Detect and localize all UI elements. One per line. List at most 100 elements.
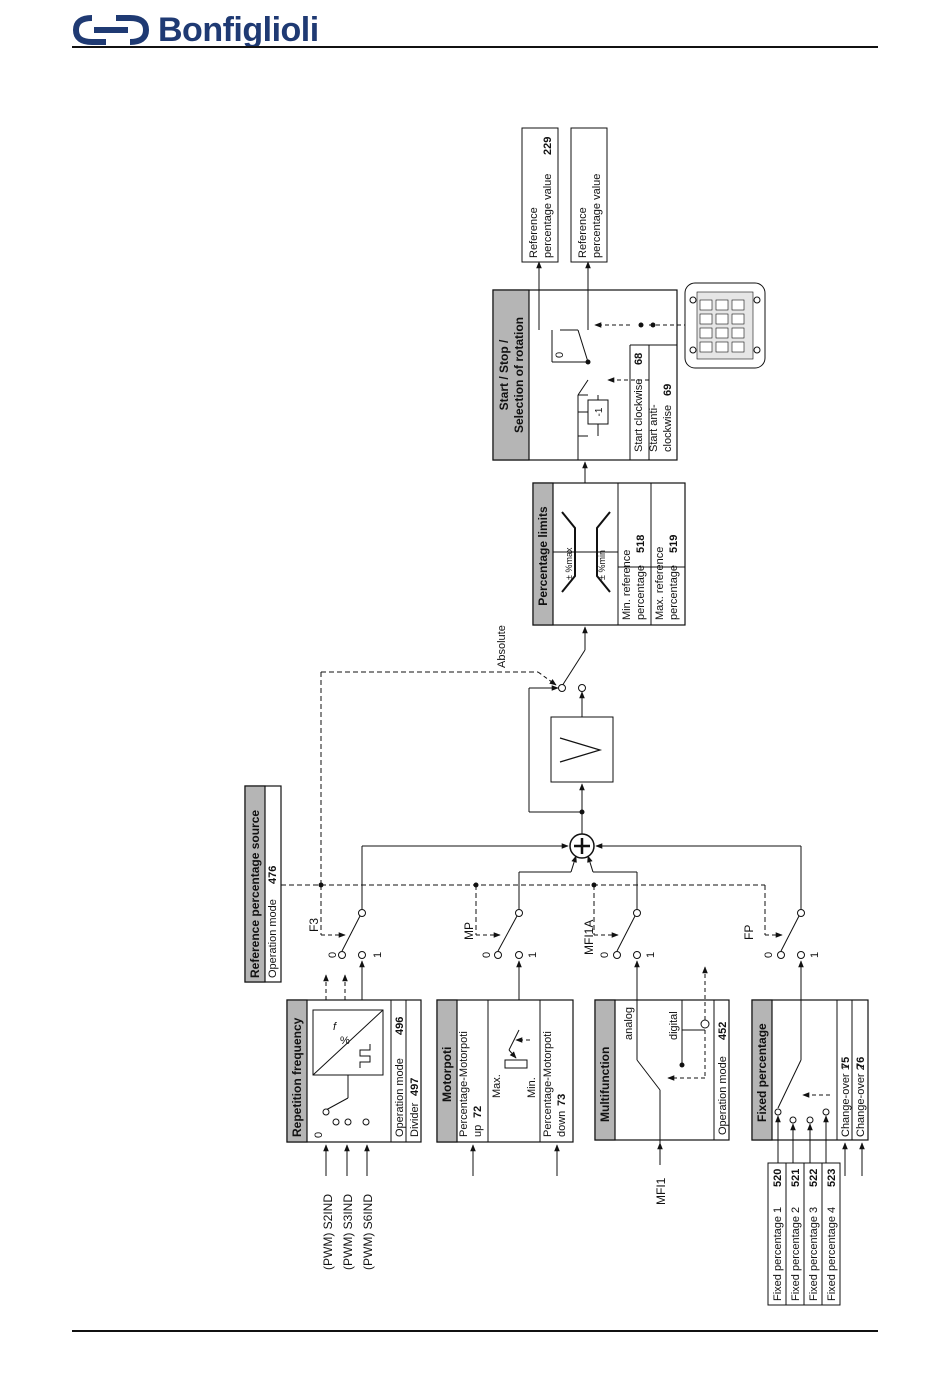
output-reference-percentage-229: Reference percentage value 229 bbox=[521, 127, 559, 263]
start-anticlockwise-no: 69 bbox=[662, 384, 674, 396]
header-rule bbox=[72, 46, 878, 48]
out2-line-a: Reference bbox=[577, 207, 589, 258]
limits-min-b: percentage bbox=[635, 565, 647, 620]
limits-title: Percentage limits bbox=[536, 506, 550, 606]
fixed-percentage-inputs: Fixed percentage 1 520 Fixed percentage … bbox=[767, 1115, 865, 1306]
invert-label: -1 bbox=[594, 407, 605, 416]
motorpoti-title: Motorpoti bbox=[440, 1047, 454, 1102]
out1-line-a: Reference bbox=[528, 207, 540, 258]
switch-mp: MP 0 1 bbox=[462, 872, 539, 1030]
fixed-input-4-no: 523 bbox=[826, 1169, 838, 1187]
fp-zero: 0 bbox=[763, 952, 775, 958]
mp-zero: 0 bbox=[481, 952, 493, 958]
switch-fp: FP 0 1 bbox=[742, 846, 821, 1000]
mfi1a-one: 1 bbox=[645, 952, 657, 958]
start-stop-title-b: Selection of rotation bbox=[512, 317, 526, 433]
limits-max-b: percentage bbox=[668, 565, 680, 620]
start-anticlockwise-label-a: Start anti- bbox=[648, 404, 660, 452]
fixed-input-2-no: 521 bbox=[790, 1169, 802, 1187]
multifunction-mode-no: 452 bbox=[717, 1022, 729, 1040]
fp-label: FP bbox=[742, 925, 756, 940]
pwm-s6ind: (PWM) S6IND bbox=[361, 1194, 375, 1270]
brand-name: Bonfiglioli bbox=[158, 10, 319, 49]
mfi1a-zero: 0 bbox=[599, 952, 611, 958]
repetition-title: Repetition frequency bbox=[290, 1017, 304, 1137]
repetition-mode-label: Operation mode bbox=[394, 1058, 406, 1137]
motorpoti-up-no: 72 bbox=[472, 1106, 484, 1118]
source-mode-label: Operation mode bbox=[267, 899, 279, 978]
fixed-input-1-no: 520 bbox=[772, 1169, 784, 1187]
motorpoti-down-no: 73 bbox=[556, 1094, 568, 1106]
summing-node bbox=[362, 814, 801, 873]
absolute-switch: Absolute bbox=[320, 625, 588, 885]
fixed-input-4-label: Fixed percentage 4 bbox=[826, 1207, 838, 1301]
repetition-divider-label: Divider bbox=[409, 1102, 421, 1137]
repetition-symbol-pct: % bbox=[340, 1035, 350, 1047]
f3-one: 1 bbox=[372, 952, 384, 958]
reference-source-block: Reference percentage source Operation mo… bbox=[244, 785, 282, 983]
repetition-divider-no: 497 bbox=[409, 1078, 421, 1096]
start-clockwise-no: 68 bbox=[633, 353, 645, 365]
footer-rule bbox=[72, 1330, 878, 1332]
limits-max-no: 519 bbox=[668, 535, 680, 553]
motorpoti-max: Max. bbox=[491, 1074, 503, 1098]
f3-label: F3 bbox=[307, 918, 321, 932]
bonfiglioli-logo-icon bbox=[72, 15, 150, 45]
limits-min-no: 518 bbox=[635, 535, 647, 553]
start-clockwise-label: Start clockwise bbox=[633, 379, 645, 452]
mfi1-label: MFI1 bbox=[654, 1177, 668, 1205]
limits-min-a: Min. reference bbox=[621, 550, 633, 620]
limits-symbol-max: ± %max bbox=[564, 547, 574, 580]
switch-mfi1a: MFI1A 0 1 bbox=[582, 872, 657, 1005]
pwm-s2ind: (PWM) S2IND bbox=[321, 1194, 335, 1270]
pwm-inputs: (PWM) S2IND (PWM) S3IND (PWM) S6IND bbox=[321, 1144, 375, 1270]
fixed-co1-no: 75 bbox=[840, 1057, 852, 1069]
fixed-input-3-no: 522 bbox=[808, 1169, 820, 1187]
multifunction-block: Multifunction Operation mode 452 analog … bbox=[594, 966, 730, 1165]
out2-line-b: percentage value bbox=[591, 174, 603, 258]
motorpoti-min: Min. bbox=[526, 1077, 538, 1098]
multifunction-title: Multifunction bbox=[598, 1047, 612, 1122]
out1-line-b: percentage value bbox=[542, 174, 554, 258]
out1-no: 229 bbox=[542, 137, 554, 155]
fixed-input-1-label: Fixed percentage 1 bbox=[772, 1207, 784, 1301]
fixed-co1-label: Change-over 1 bbox=[840, 1064, 852, 1137]
fp-one: 1 bbox=[809, 952, 821, 958]
multifunction-digital: digital bbox=[668, 1011, 680, 1040]
motorpoti-up-b: up bbox=[472, 1125, 484, 1137]
motorpoti-up-a: Percentage-Motorpoti bbox=[458, 1031, 470, 1137]
mp-one: 1 bbox=[527, 952, 539, 958]
repetition-symbol-f: f bbox=[333, 1021, 337, 1033]
output-reference-percentage: Reference percentage value bbox=[570, 127, 608, 263]
fixed-percentage-block: Fixed percentage Change-over 1 75 Change… bbox=[751, 999, 869, 1141]
source-title: Reference percentage source bbox=[248, 810, 262, 978]
mp-label: MP bbox=[462, 922, 476, 940]
motorpoti-down-a: Percentage-Motorpoti bbox=[542, 1031, 554, 1137]
repetition-mode-no: 496 bbox=[394, 1017, 406, 1035]
source-mode-no: 476 bbox=[267, 866, 279, 884]
brand-logo: Bonfiglioli bbox=[72, 10, 319, 50]
switch-f3: F3 0 1 bbox=[307, 846, 384, 1000]
pwm-s3ind: (PWM) S3IND bbox=[341, 1194, 355, 1270]
motorpoti-down-b: down bbox=[556, 1111, 568, 1137]
repetition-zero: 0 bbox=[313, 1132, 325, 1138]
limits-symbol-min: ± %min bbox=[597, 550, 607, 580]
start-stop-zero-label: 0 bbox=[554, 352, 566, 358]
absolute-label: Absolute bbox=[496, 625, 508, 668]
fixed-input-3-label: Fixed percentage 3 bbox=[808, 1207, 820, 1301]
multifunction-mode-label: Operation mode bbox=[717, 1056, 729, 1135]
fixed-title: Fixed percentage bbox=[755, 1023, 769, 1122]
percentage-limits-block: Percentage limits ± %max ± %min Min. ref… bbox=[532, 482, 686, 626]
fixed-co2-no: 76 bbox=[855, 1057, 867, 1069]
f3-zero: 0 bbox=[327, 952, 339, 958]
keypad-icon bbox=[684, 282, 766, 369]
start-stop-title-a: Start / Stop / bbox=[497, 339, 511, 410]
mfi1a-label: MFI1A bbox=[582, 920, 596, 955]
start-stop-block: Start / Stop / Selection of rotation Sta… bbox=[492, 261, 685, 461]
repetition-frequency-block: Repetition frequency Operation mode 496 … bbox=[286, 999, 422, 1143]
abs-function-block bbox=[528, 685, 614, 815]
fixed-input-2-label: Fixed percentage 2 bbox=[790, 1207, 802, 1301]
motorpoti-block: Motorpoti Percentage-Motorpoti up 72 Per… bbox=[436, 999, 574, 1143]
multifunction-analog: analog bbox=[623, 1007, 635, 1040]
